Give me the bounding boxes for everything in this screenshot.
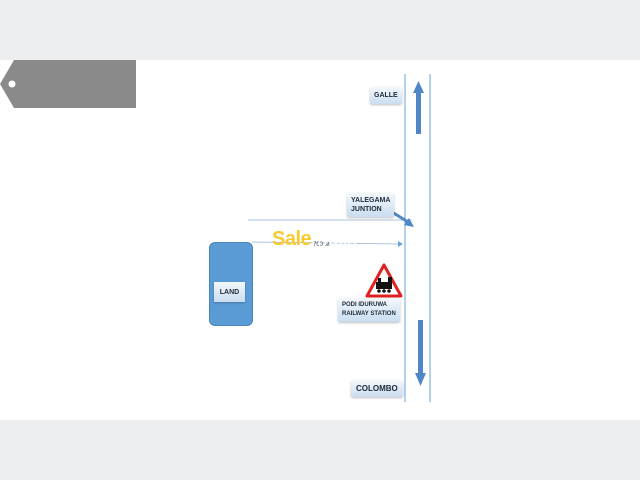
north-arrow-icon: [413, 81, 424, 134]
label-galle: GALLE: [370, 87, 402, 104]
connector-arrowhead: [398, 241, 403, 247]
connector-line-bottom: [251, 241, 399, 245]
watermark-part2: me.lk: [311, 228, 357, 250]
label-yalegama-junction: YALEGAMA JUNTION: [347, 193, 395, 217]
top-margin: [0, 0, 640, 60]
location-map: GALLE YALEGAMA JUNTION PODI IDURUWA RAIL…: [0, 60, 640, 420]
watermark-tag: [0, 60, 136, 108]
junction-arrow-icon: [391, 210, 414, 227]
label-podi-iduruwa-station: PODI IDURUWA RAILWAY STATION: [338, 298, 400, 322]
map-lines: [248, 74, 431, 402]
bottom-margin: [0, 420, 640, 480]
label-junction-line2: JUNTION: [351, 206, 382, 213]
label-colombo: COLOMBO: [351, 380, 403, 397]
train-warning-sign-icon: [365, 263, 403, 298]
watermark-text: Saleme.lk: [272, 227, 357, 251]
south-arrow-icon: [415, 320, 426, 386]
label-station-line2: RAILWAY STATION: [342, 311, 396, 317]
label-station-line1: PODI IDURUWA: [342, 302, 387, 308]
label-land: LAND: [214, 282, 245, 302]
distance-label: 700 M: [313, 242, 330, 248]
label-junction-line1: YALEGAMA: [351, 197, 391, 204]
watermark-part1: Sale: [272, 228, 312, 250]
